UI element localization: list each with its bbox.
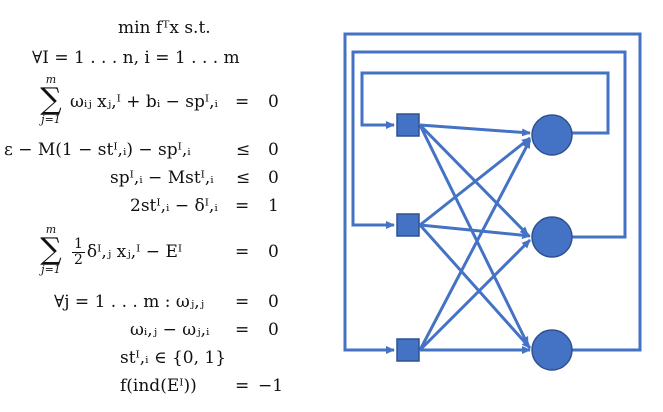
output-node-2 — [531, 216, 573, 258]
eq1-lhs: ωᵢⱼ xⱼ,ᴵ + bᵢ − spᴵ,ᵢ — [70, 92, 218, 112]
eq9-lhs: f(ind(Eᴵ)) — [120, 376, 197, 396]
eq6-lhs: ∀j = 1 . . . m : ωⱼ,ⱼ — [54, 292, 204, 312]
eq5-lhs: 1 2 δᴵ,ⱼ xⱼ,ᴵ − Eᴵ — [70, 236, 182, 268]
eq2-rhs-text: 0 — [268, 140, 279, 160]
half-fraction: 1 2 — [72, 237, 85, 268]
edge-i3-o2 — [418, 238, 532, 352]
edge-i1-o3 — [418, 124, 530, 346]
eq9-lhs-text: f(ind(Eᴵ)) — [120, 376, 197, 396]
eq3-rhs: 0 — [268, 168, 279, 188]
forward-edges — [418, 123, 532, 354]
eq3-lhs: spᴵ,ᵢ − Mstᴵ,ᵢ — [110, 168, 214, 188]
eq4-rhs-text: 1 — [268, 196, 279, 216]
eq4-rel-text: = — [235, 196, 250, 216]
sum1-lower: j=1 — [41, 113, 61, 126]
eq9-rhs-text: −1 — [258, 376, 284, 396]
equation-system: min fᵀx s.t. ∀I = 1 . . . n, i = 1 . . .… — [0, 0, 300, 412]
eq9-rhs: −1 — [258, 376, 283, 396]
eq9-rel-text: = — [235, 376, 250, 396]
edge-i1-o2 — [418, 123, 530, 237]
sum2-lower: j=1 — [41, 263, 61, 276]
eq4-lhs: 2stᴵ,ᵢ − δᴵ,ᵢ — [130, 196, 218, 216]
sum1-sigma: ∑ — [40, 82, 62, 117]
frac-denominator: 2 — [74, 252, 83, 268]
input-nodes — [396, 113, 420, 362]
eq1-rhs-text: 0 — [268, 92, 279, 112]
eq1-rel: = — [235, 92, 249, 112]
eq3-lhs-text: spᴵ,ᵢ − Mstᴵ,ᵢ — [110, 168, 214, 188]
eq4-rhs: 1 — [268, 196, 279, 216]
frac-numerator: 1 — [72, 236, 85, 253]
eq4-lhs-text: 2stᴵ,ᵢ − δᴵ,ᵢ — [130, 196, 218, 216]
eq2-rhs: 0 — [268, 140, 279, 160]
eq4-rel: = — [235, 196, 249, 216]
eq7-rel-text: = — [235, 320, 250, 340]
sum1-upper: m — [45, 73, 57, 86]
edge-i2-o2 — [419, 223, 531, 240]
input-node-3 — [396, 338, 420, 362]
input-node-2 — [396, 213, 420, 237]
edge-i2-o3 — [418, 224, 532, 349]
eq5-rhs: 0 — [268, 242, 279, 262]
domain-line: stᴵ,ᵢ ∈ {0, 1} — [120, 348, 226, 368]
eq2-rel: ≤ — [236, 140, 250, 160]
eq3-rel: ≤ — [236, 168, 250, 188]
eq6-lhs-text: ∀j = 1 . . . m : ωⱼ,ⱼ — [54, 292, 205, 312]
output-node-1 — [531, 114, 573, 156]
eq6-rhs-text: 0 — [268, 292, 279, 312]
eq3-rhs-text: 0 — [268, 168, 279, 188]
forall-text: ∀I = 1 . . . n, i = 1 . . . m — [32, 48, 240, 68]
output-node-3 — [531, 329, 573, 371]
eq9-rel: = — [235, 376, 249, 396]
eq6-rel-text: = — [235, 292, 250, 312]
eq7-lhs: ωᵢ,ⱼ − ωⱼ,ᵢ — [130, 320, 209, 340]
eq5-rhs-text: 0 — [268, 242, 279, 262]
feedback-edge-top — [360, 71, 610, 135]
eq7-rhs: 0 — [268, 320, 279, 340]
eq2-lhs-text: ε − M(1 − stᴵ,ᵢ) − spᴵ,ᵢ — [4, 140, 191, 160]
eq1-rhs: 0 — [268, 92, 279, 112]
eq6-rel: = — [235, 292, 249, 312]
eq2-rel-text: ≤ — [236, 140, 251, 160]
output-nodes — [531, 114, 573, 371]
eq6-rhs: 0 — [268, 292, 279, 312]
input-node-1 — [396, 113, 420, 137]
eq1-lhs-text: ωᵢⱼ xⱼ,ᴵ + bᵢ − spᴵ,ᵢ — [70, 92, 218, 112]
feedback-edge-bottom — [343, 32, 642, 354]
sum2-upper: m — [45, 223, 57, 236]
eq3-rel-text: ≤ — [236, 168, 251, 188]
edge-i1-o1 — [419, 123, 531, 137]
eq7-rel: = — [235, 320, 249, 340]
objective-text: min fᵀx s.t. — [118, 18, 211, 38]
eq7-lhs-text: ωᵢ,ⱼ − ωⱼ,ᵢ — [130, 320, 210, 340]
eq5-lhs-text: δᴵ,ⱼ xⱼ,ᴵ − Eᴵ — [86, 242, 183, 262]
sum1-operator: m ∑ j=1 — [34, 74, 68, 126]
domain-text: stᴵ,ᵢ ∈ {0, 1} — [120, 348, 227, 368]
eq7-rhs-text: 0 — [268, 320, 279, 340]
sum2-sigma: ∑ — [40, 232, 62, 267]
eq1-rel-text: = — [235, 92, 250, 112]
eq5-rel: = — [235, 242, 249, 262]
edge-i3-o1 — [418, 139, 532, 351]
sum2-operator: m ∑ j=1 — [34, 224, 68, 276]
eq5-rel-text: = — [235, 242, 250, 262]
objective-line: min fᵀx s.t. — [118, 18, 211, 38]
feedback-loops — [343, 32, 642, 354]
edge-i2-o1 — [419, 136, 531, 227]
forall-line: ∀I = 1 . . . n, i = 1 . . . m — [32, 48, 240, 68]
eq2-lhs: ε − M(1 − stᴵ,ᵢ) − spᴵ,ᵢ — [4, 140, 191, 160]
feedback-edge-middle — [351, 50, 627, 239]
